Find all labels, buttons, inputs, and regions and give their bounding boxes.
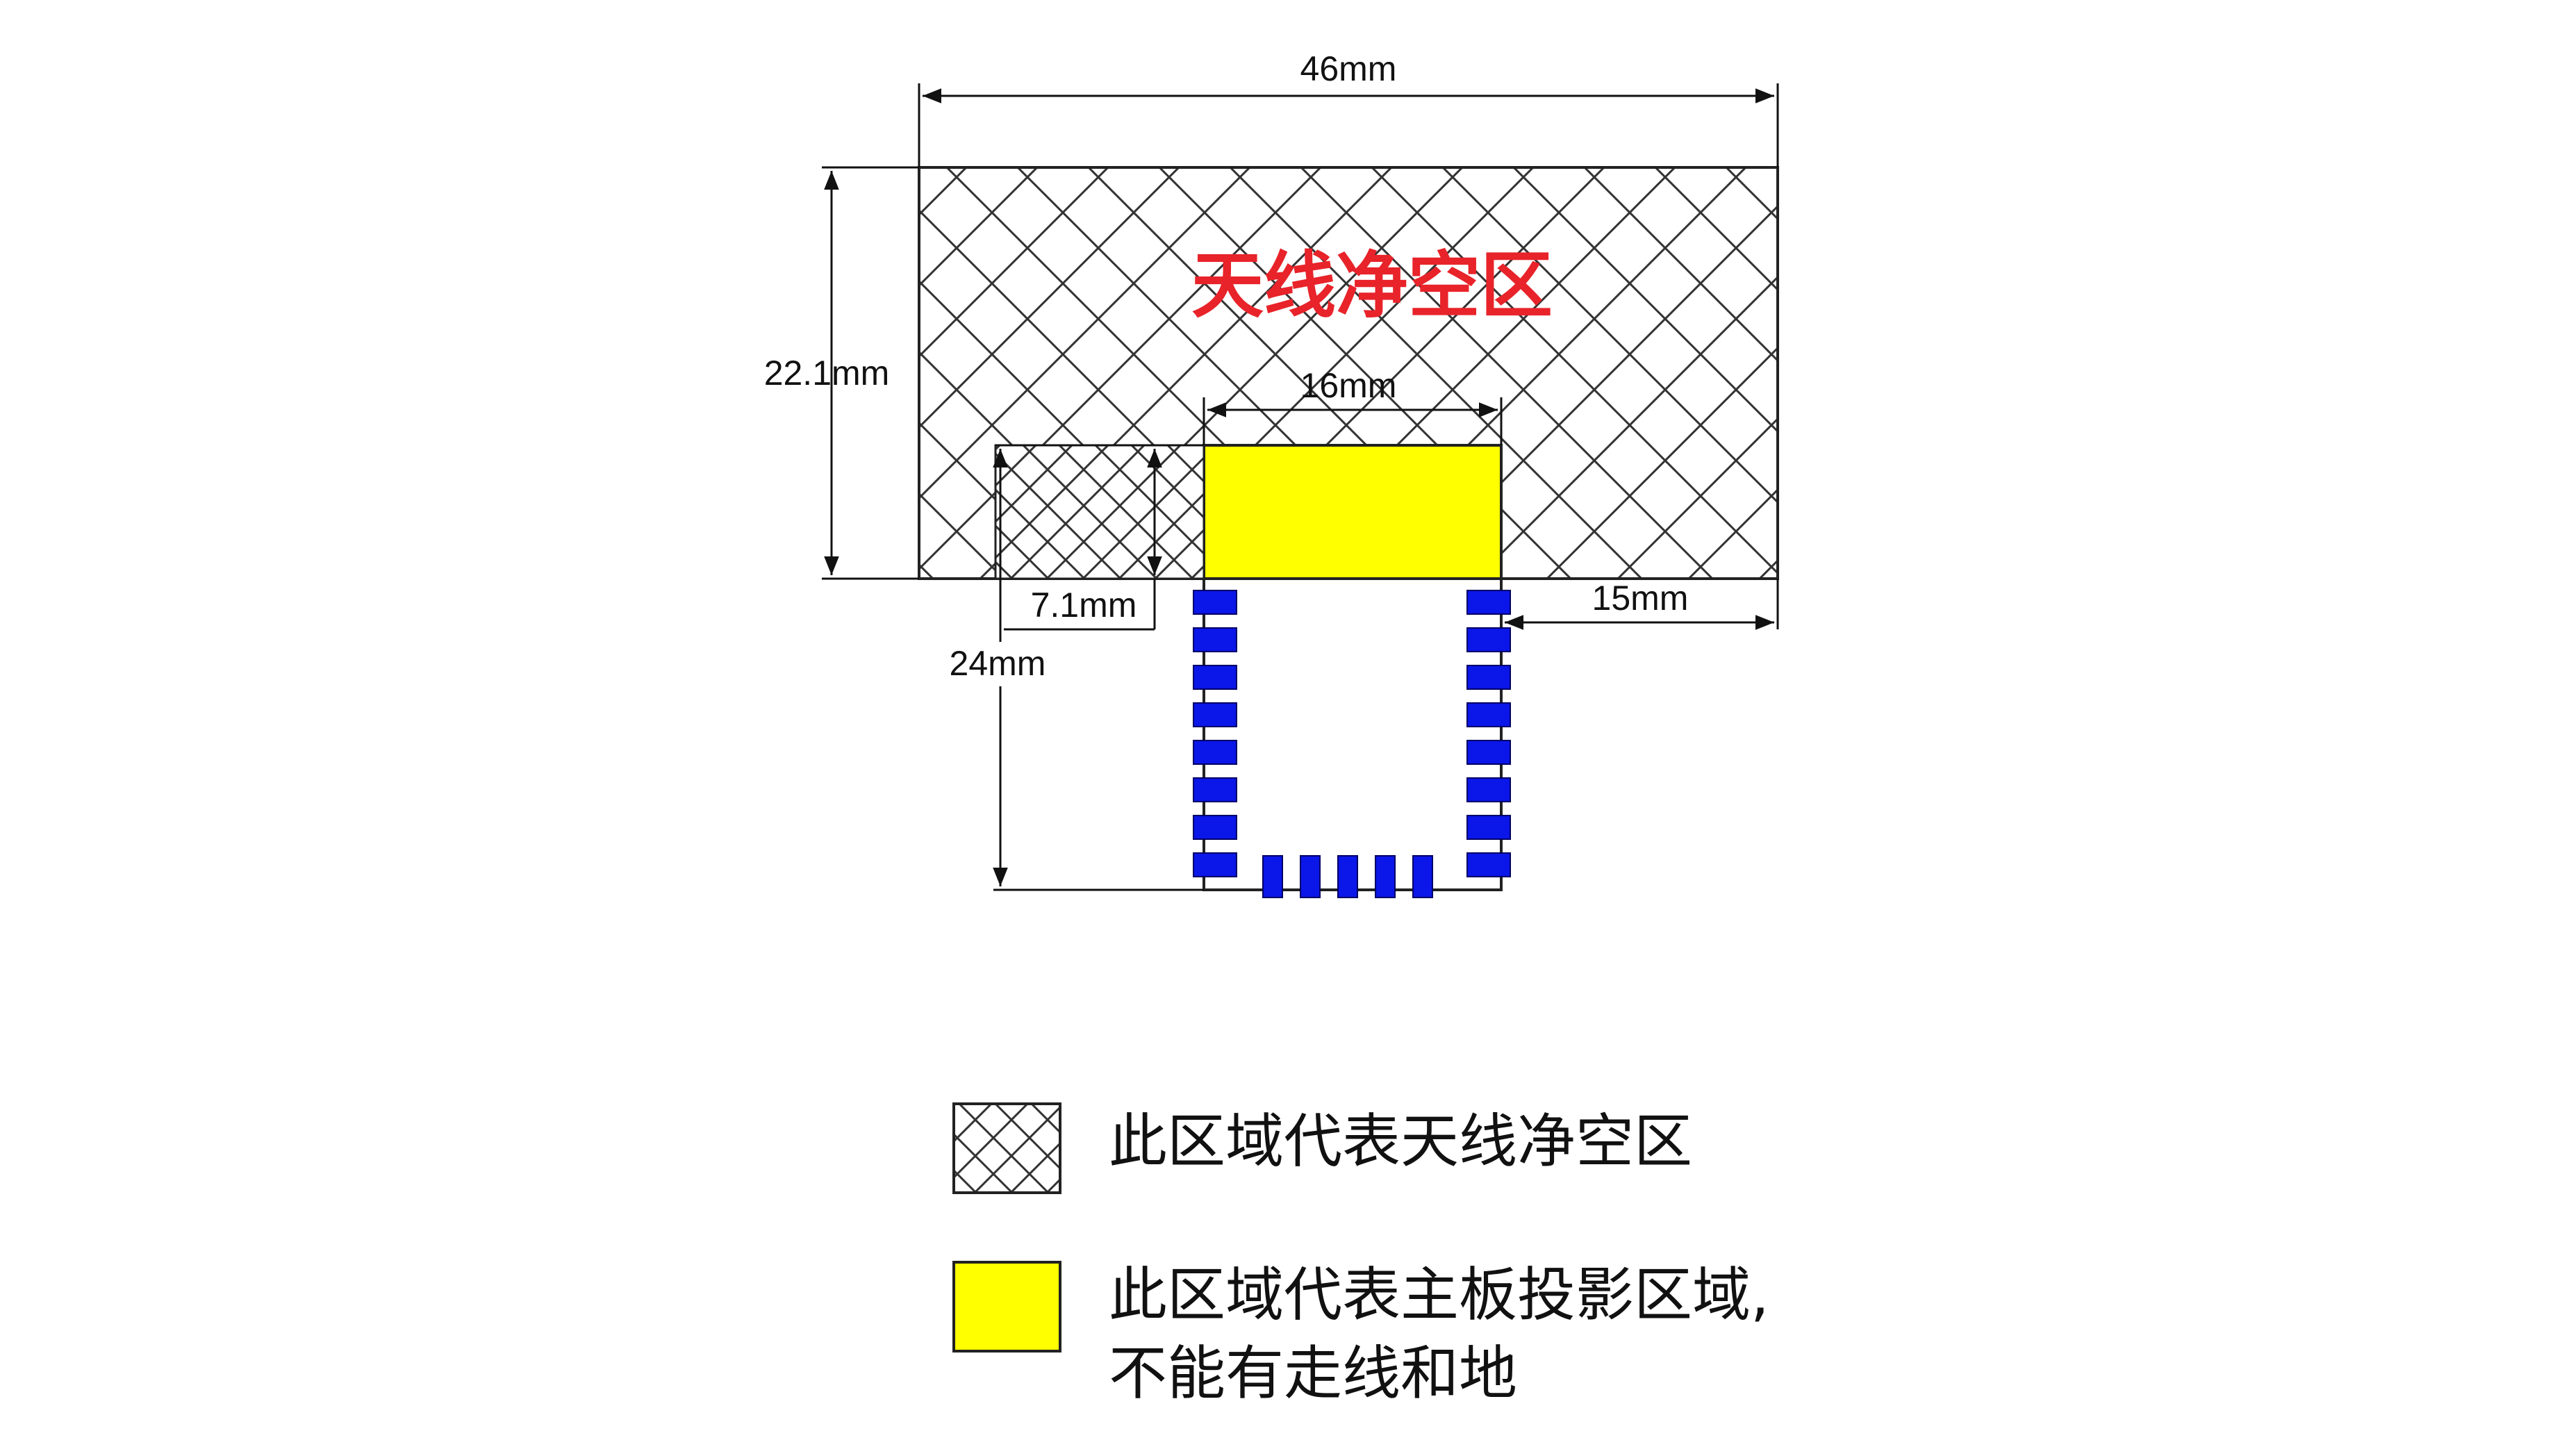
dimension-module-height-label: 24mm	[950, 644, 1046, 683]
pin	[1193, 777, 1237, 802]
pin	[1412, 855, 1433, 898]
pin	[1466, 777, 1511, 802]
pin	[1375, 855, 1396, 898]
legend-clearance-label: 此区域代表天线净空区	[1109, 1107, 1692, 1175]
module-projection-area	[1203, 444, 1503, 580]
dimension-module-width	[1203, 397, 1503, 445]
pin	[1193, 852, 1237, 877]
dimension-total-width-label: 46mm	[1300, 49, 1397, 88]
pin	[1193, 702, 1237, 727]
legend: 此区域代表天线净空区 此区域代表主板投影区域, 不能有走线和地	[952, 1102, 1769, 1407]
dimension-module-width-label: 16mm	[1300, 366, 1397, 405]
pin	[1466, 852, 1511, 877]
pin	[1262, 855, 1283, 898]
pin	[1193, 740, 1237, 765]
legend-projection-swatch	[952, 1261, 1061, 1352]
dimension-left-offset-label: 7.1mm	[1031, 586, 1137, 624]
dimension-clearance-height	[822, 166, 919, 580]
legend-clearance-swatch	[952, 1102, 1061, 1194]
clearance-zone-title: 天线净空区	[1191, 243, 1553, 328]
pin	[1193, 627, 1237, 652]
pin	[1466, 627, 1511, 652]
dimension-total-width	[918, 83, 1779, 167]
pin	[1300, 855, 1321, 898]
pin	[1466, 815, 1511, 840]
pin	[1466, 740, 1511, 765]
pin	[1337, 855, 1358, 898]
dimension-right-offset	[1505, 579, 1779, 630]
pin	[1466, 665, 1511, 690]
module-outline	[1203, 577, 1503, 891]
pin	[1193, 815, 1237, 840]
pin	[1466, 590, 1511, 615]
right-pin-column	[1466, 590, 1511, 877]
pin	[1193, 590, 1237, 615]
pin	[1466, 702, 1511, 727]
left-pin-column	[1193, 590, 1237, 877]
dimension-left-offset	[995, 444, 1204, 631]
dimension-right-offset-label: 15mm	[1592, 579, 1689, 618]
legend-projection-label-line2: 不能有走线和地	[1109, 1339, 1517, 1407]
dimension-clearance-height-label: 22.1mm	[764, 354, 890, 392]
pin	[1193, 665, 1237, 690]
left-offset-box	[994, 444, 1205, 580]
legend-projection-label-line1: 此区域代表主板投影区域,	[1109, 1261, 1769, 1329]
bottom-pin-row	[1262, 855, 1433, 898]
